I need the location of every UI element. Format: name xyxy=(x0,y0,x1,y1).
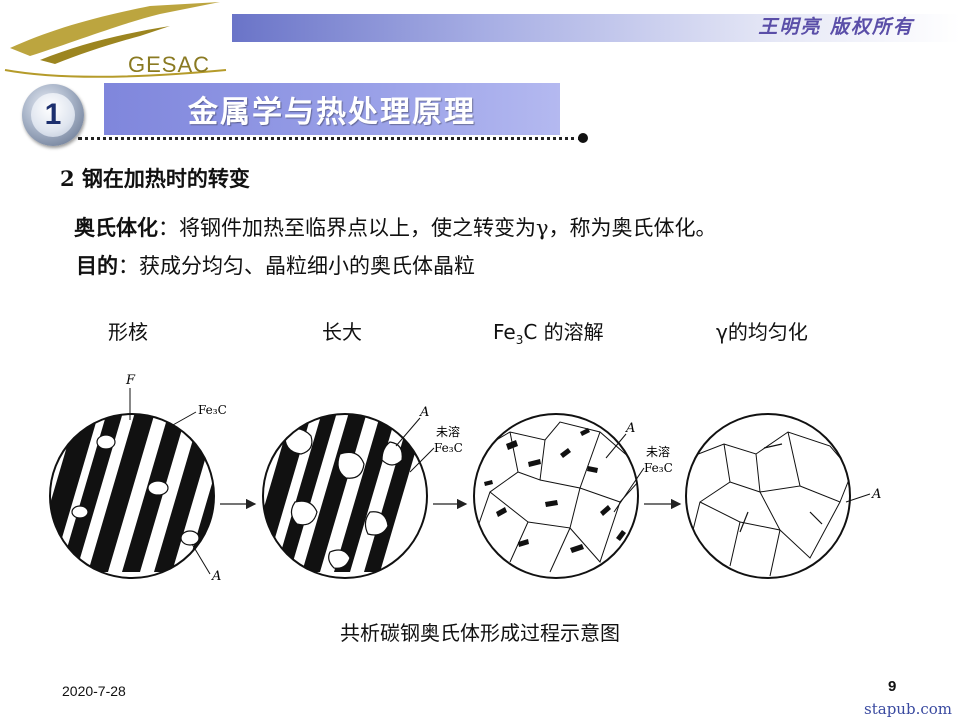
title-bar: 金属学与热处理原理 xyxy=(104,83,560,135)
purpose-term: 目的 xyxy=(76,253,118,278)
panel-dissolution-border xyxy=(473,413,639,579)
logo-swoosh xyxy=(4,69,227,78)
label-undissolved-2: 未溶 xyxy=(436,424,460,439)
label-f: F xyxy=(125,373,136,388)
panel-growth xyxy=(263,414,427,572)
dissolution-label-sub: 3 xyxy=(515,333,524,347)
slide-date: 2020-7-28 xyxy=(62,683,126,699)
label-undissolved-fe3c-2: Fe₃C xyxy=(434,441,463,455)
leader-a-3 xyxy=(605,433,627,459)
page-number: 9 xyxy=(888,678,897,695)
logo-wing-mark-2 xyxy=(40,26,170,64)
panel-homogenization xyxy=(687,431,850,577)
definition-line: 奥氏体化：将钢件加热至临界点以上，使之转变为γ，称为奥氏体化。 xyxy=(74,212,717,242)
header-band xyxy=(232,14,960,42)
watermark: stapub.com xyxy=(864,700,952,718)
logo-wing-mark xyxy=(10,2,220,56)
stage-label-nucleation: 形核 xyxy=(108,320,148,344)
badge-number: 1 xyxy=(31,93,75,137)
panel-nucleation xyxy=(50,414,214,572)
slide-title: 金属学与热处理原理 xyxy=(188,95,476,130)
divider-end-dot xyxy=(578,133,588,143)
stage-label-growth: 长大 xyxy=(322,320,362,344)
leader-a-1 xyxy=(191,543,211,575)
austenite-formation-diagram: F Fe₃C A A 未溶 Fe₃C xyxy=(49,373,881,584)
stage-label-homogenization: γ的均匀化 xyxy=(716,320,808,344)
section-number-badge: 1 xyxy=(22,84,84,146)
panel-nucleation-border xyxy=(49,413,215,579)
purpose-body: ：获成分均匀、晶粒细小的奥氏体晶粒 xyxy=(118,254,475,278)
leader-fe3c-1 xyxy=(163,411,197,431)
label-undissolved-3: 未溶 xyxy=(646,444,670,459)
title-divider xyxy=(78,137,582,140)
definition-body: ：将钢件加热至临界点以上，使之转变为γ，称为奥氏体化。 xyxy=(158,216,717,240)
definition-term: 奥氏体化 xyxy=(74,215,158,240)
copyright-notice: 王明亮 版权所有 xyxy=(758,16,914,38)
leader-a-2 xyxy=(395,417,421,447)
diagram-caption: 共析碳钢奥氏体形成过程示意图 xyxy=(340,621,620,645)
panel-homogenization-border xyxy=(685,413,851,579)
leader-undissolved-3 xyxy=(613,467,645,513)
label-a-3: A xyxy=(625,421,635,436)
purpose-line: 目的：获成分均匀、晶粒细小的奥氏体晶粒 xyxy=(76,250,475,280)
label-a-2: A xyxy=(419,405,429,420)
label-undissolved-fe3c-3: Fe₃C xyxy=(644,461,673,475)
dissolution-label-suffix: C 的溶解 xyxy=(523,320,604,344)
leader-undissolved-2 xyxy=(409,447,435,473)
logo-text: GESAC xyxy=(128,52,211,77)
section-heading: 2 钢在加热时的转变 xyxy=(60,166,250,191)
dissolution-label-prefix: Fe xyxy=(493,320,516,344)
stage-label-dissolution: Fe3C 的溶解 xyxy=(493,316,604,347)
panel-dissolution xyxy=(475,421,638,573)
panel-growth-border xyxy=(262,413,428,579)
label-fe3c-1: Fe₃C xyxy=(198,403,227,417)
label-a-4: A xyxy=(871,487,881,502)
label-a-1: A xyxy=(211,569,221,584)
leader-a-4 xyxy=(845,493,871,503)
gesac-logo xyxy=(4,2,227,78)
